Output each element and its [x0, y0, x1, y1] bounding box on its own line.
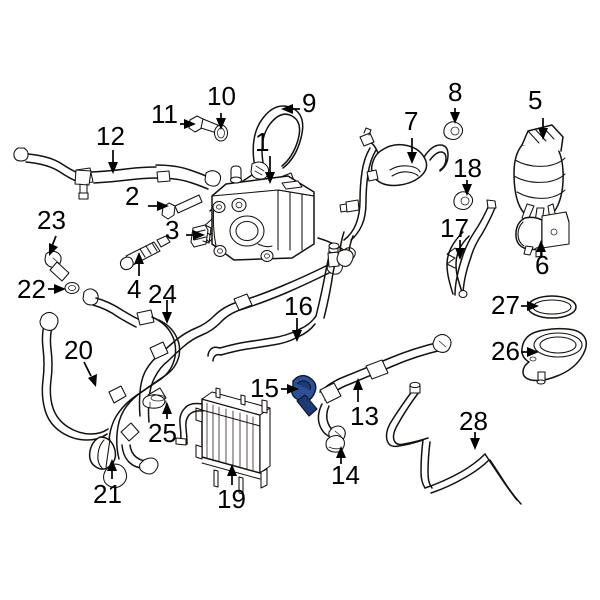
part-22-o-ring-small: [64, 281, 80, 295]
callout-label-15[interactable]: 15: [250, 373, 279, 403]
part-15-banjo-bolt: [291, 374, 318, 417]
callout-label-21[interactable]: 21: [93, 479, 122, 509]
callout-label-10[interactable]: 10: [207, 81, 236, 111]
part-2-bolt-small: [161, 194, 203, 220]
callout-label-14[interactable]: 14: [331, 460, 360, 490]
part-13-pressure-hose-lower: [317, 333, 452, 443]
callout-label-23[interactable]: 23: [37, 205, 66, 235]
part-26-pump-flange-housing: [521, 327, 588, 385]
callout-label-8[interactable]: 8: [448, 77, 463, 107]
callout-label-9[interactable]: 9: [302, 88, 317, 118]
callout-label-7[interactable]: 7: [404, 106, 419, 136]
part-17-cooler-line-bracket: [446, 199, 497, 299]
callout-label-3[interactable]: 3: [165, 215, 180, 245]
callout-label-24[interactable]: 24: [148, 279, 177, 309]
callout-label-11[interactable]: 11: [151, 99, 178, 129]
callout-label-25[interactable]: 25: [148, 418, 177, 448]
part-12-pressure-line-assembly: [13, 147, 222, 200]
part-8-clip-retainer-upper: [443, 121, 464, 141]
callout-label-12[interactable]: 12: [96, 121, 125, 151]
part-23-bolt-banjo-upper: [44, 250, 70, 282]
part-1-power-steering-pump: [211, 165, 356, 263]
callout-label-4[interactable]: 4: [127, 274, 142, 304]
part-18-clip-retainer-lower: [453, 191, 474, 211]
callout-label-22[interactable]: 22: [17, 274, 46, 304]
callout-label-6[interactable]: 6: [535, 250, 550, 280]
part-21-hose-clamp: [88, 436, 117, 470]
callout-label-26[interactable]: 26: [491, 336, 520, 366]
callout-label-17[interactable]: 17: [440, 213, 469, 243]
part-7-hose-assembly-upper: [336, 127, 449, 267]
part-25-grommet-mount: [142, 394, 167, 409]
part-24-cooler-feed-line: [108, 258, 344, 475]
callout-label-28[interactable]: 28: [459, 406, 488, 436]
callout-label-5[interactable]: 5: [528, 85, 543, 115]
callout-leaders: [48, 104, 548, 485]
part-4-inline-valve: [119, 235, 171, 271]
part-28-cooler-return-tube: [385, 381, 522, 505]
callout-label-13[interactable]: 13: [350, 401, 379, 431]
part-16-return-line-mid: [207, 242, 340, 362]
callout-label-20[interactable]: 20: [64, 335, 93, 365]
callout-label-27[interactable]: 27: [491, 290, 520, 320]
callout-label-19[interactable]: 19: [217, 484, 246, 514]
callout-label-2[interactable]: 2: [125, 181, 140, 211]
callout-label-16[interactable]: 16: [284, 291, 313, 321]
part-5-reservoir-filter: [513, 124, 566, 223]
part-20-suction-hose: [39, 288, 181, 489]
part-19-power-steering-cooler: [175, 387, 271, 495]
callout-label-1[interactable]: 1: [255, 127, 270, 157]
part-6-reservoir-bracket: [515, 211, 570, 258]
callout-label-18[interactable]: 18: [453, 153, 482, 183]
